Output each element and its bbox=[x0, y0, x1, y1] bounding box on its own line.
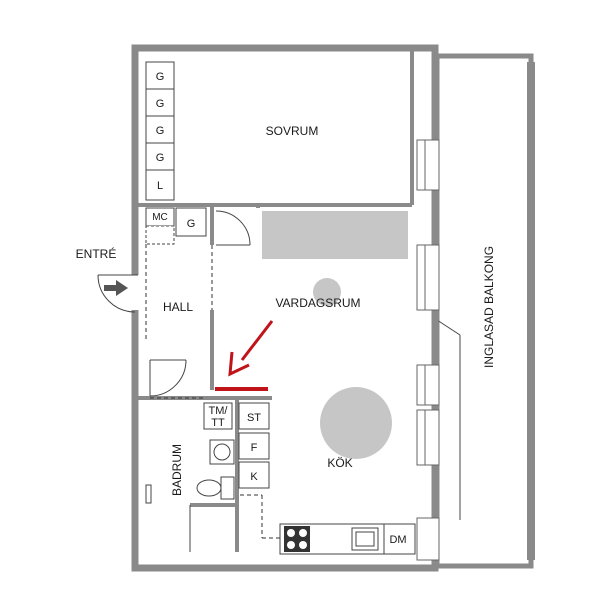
living-room-furniture bbox=[262, 211, 408, 306]
room-labels: SOVRUM VARDAGSRUM HALL KÖK BADRUM INGLAS… bbox=[76, 124, 496, 496]
wardrobe-label: G bbox=[156, 125, 165, 137]
kitchen-units: ST F K bbox=[238, 402, 270, 489]
wardrobe-column: G G G G L bbox=[145, 61, 175, 201]
room-label-bedroom: SOVRUM bbox=[266, 124, 319, 138]
wardrobe-3 bbox=[145, 142, 175, 171]
toilet-bowl bbox=[196, 479, 222, 497]
kitchen-counter: DM bbox=[279, 523, 416, 555]
red-arrow-marker bbox=[215, 320, 274, 391]
hall-closets: MC G bbox=[145, 207, 207, 245]
entrance-label: ENTRÉ bbox=[76, 246, 117, 261]
toilet-tank bbox=[220, 476, 235, 500]
wardrobe-label: G bbox=[156, 98, 165, 110]
laundry-unit: TM/ TT bbox=[203, 402, 233, 430]
sofa bbox=[262, 211, 408, 259]
doors bbox=[97, 210, 251, 397]
wardrobe-label: L bbox=[157, 180, 163, 192]
wardrobe-1 bbox=[145, 88, 175, 117]
room-label-bathroom: BADRUM bbox=[170, 444, 184, 496]
wardrobe-4 bbox=[145, 169, 175, 201]
laundry-label: TT bbox=[211, 417, 225, 429]
bathroom-fixtures bbox=[145, 439, 235, 552]
room-label-hall: HALL bbox=[163, 300, 193, 314]
dining-table bbox=[320, 387, 392, 459]
windows bbox=[416, 139, 440, 561]
hall-dashed-lines bbox=[145, 244, 280, 539]
hall-closet-label: G bbox=[187, 218, 196, 230]
glazed-balcony bbox=[434, 53, 535, 569]
room-label-balcony: INGLASAD BALKONG bbox=[482, 246, 496, 368]
room-label-living: VARDAGSRUM bbox=[275, 296, 360, 310]
kitchen-unit-label: K bbox=[250, 471, 258, 483]
laundry-label: TM/ bbox=[209, 405, 229, 417]
kitchen-unit-label: F bbox=[251, 442, 258, 454]
coffee-table bbox=[313, 278, 341, 306]
room-label-kitchen: KÖK bbox=[327, 456, 352, 470]
entrance-arrow bbox=[104, 280, 128, 296]
stove bbox=[284, 526, 310, 552]
kitchen-unit-label: ST bbox=[247, 412, 261, 424]
mc-label: MC bbox=[152, 212, 168, 223]
wardrobe-label: G bbox=[156, 152, 165, 164]
wardrobe-label: G bbox=[156, 71, 165, 83]
dishwasher-label: DM bbox=[389, 534, 406, 546]
